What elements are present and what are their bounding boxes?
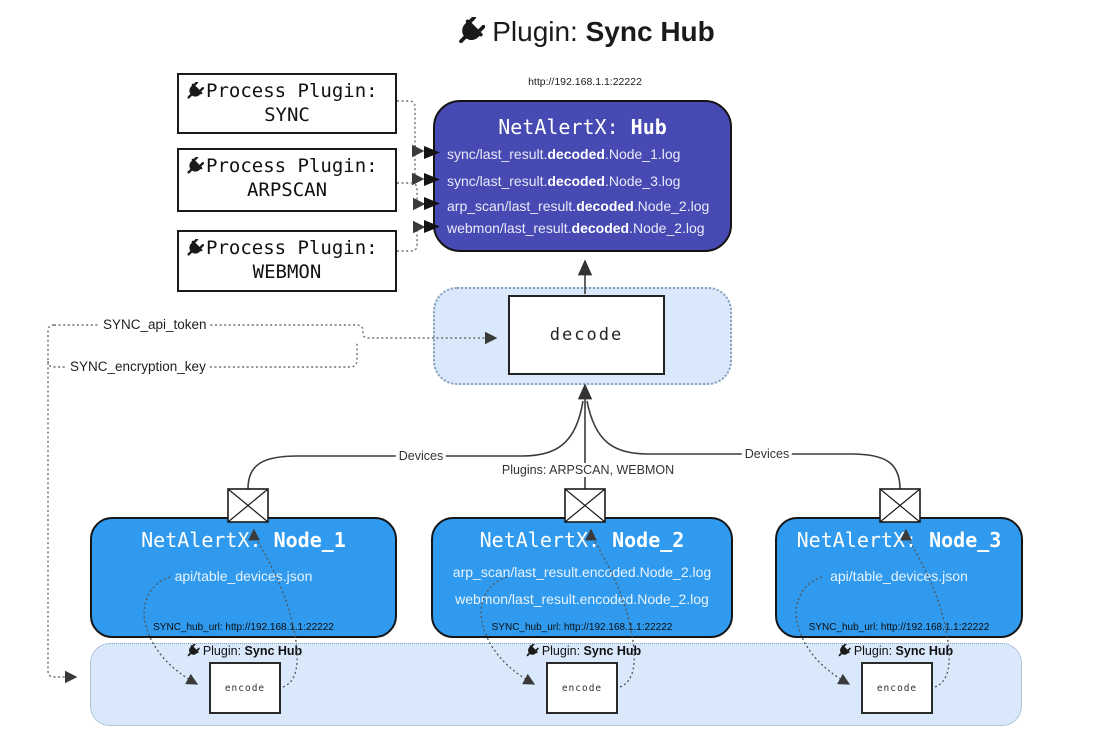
process-plugin-name: ARPSCAN	[246, 179, 328, 201]
hub-log-line: sync/last_result.decoded.Node_1.log	[447, 146, 681, 162]
node-hub-url: SYNC_hub_url: http://192.168.1.1:22222	[153, 622, 334, 633]
node-file: api/table_devices.json	[830, 568, 968, 584]
encode-box: encode	[861, 662, 933, 714]
plug-icon	[185, 157, 204, 176]
process-plugin-arpscan-box: Process Plugin: ARPSCAN	[177, 148, 397, 212]
title-bold: Sync Hub	[585, 16, 715, 47]
plug-icon	[185, 239, 204, 258]
node-1-box: NetAlertX: Node_1 api/table_devices.json…	[90, 517, 397, 638]
sync-api-token-label: SYNC_api_token	[100, 317, 210, 332]
plug-icon	[186, 644, 200, 658]
edge-arpscan-to-hub	[397, 182, 426, 211]
edge-key-to-band	[47, 324, 78, 684]
node-hub-url: SYNC_hub_url: http://192.168.1.1:22222	[808, 622, 990, 633]
process-plugin-name: SYNC	[264, 104, 310, 126]
plug-icon	[525, 644, 539, 658]
sync-hub-plugin-label: Plugin: Sync Hub	[525, 644, 641, 658]
hub-log-line: arp_scan/last_result.decoded.Node_2.log	[447, 198, 710, 214]
hub-log-line: sync/last_result.decoded.Node_3.log	[447, 173, 681, 189]
sync-hub-plugin-label: Plugin: Sync Hub	[837, 644, 953, 658]
node-hub-url: SYNC_hub_url: http://192.168.1.1:22222	[491, 622, 673, 633]
edge-webmon-to-hub	[397, 220, 426, 252]
encode-box: encode	[546, 662, 618, 714]
devices-left-label: Devices	[395, 449, 447, 463]
page-title: Plugin: Sync Hub	[455, 16, 715, 48]
node-title: NetAlertX: Node_1	[141, 528, 346, 552]
devices-right-label: Devices	[741, 447, 793, 461]
process-plugin-label: Process Plugin:	[206, 80, 378, 102]
hub-title: NetAlertX: Hub	[498, 115, 667, 139]
plugins-mid-label: Plugins: ARPSCAN, WEBMON	[498, 463, 678, 477]
edge-sync-to-hub-2	[411, 144, 425, 158]
sync-encryption-key-label: SYNC_encryption_key	[67, 359, 209, 374]
title-prefix: Plugin:	[492, 16, 586, 47]
node-file: api/table_devices.json	[174, 568, 313, 584]
plug-icon	[455, 17, 485, 47]
process-plugin-sync-box: Process Plugin: SYNC	[177, 73, 397, 134]
hub-node-box: NetAlertX: Hub sync/last_result.decoded.…	[433, 100, 732, 252]
node-title: NetAlertX: Node_2	[479, 528, 685, 552]
process-plugin-label: Process Plugin:	[206, 155, 378, 177]
node-file: webmon/last_result.encoded.Node_2.log	[455, 591, 709, 607]
process-plugin-label: Process Plugin:	[206, 237, 378, 259]
process-plugin-name: WEBMON	[252, 261, 322, 283]
node-3-box: NetAlertX: Node_3 api/table_devices.json…	[775, 517, 1023, 638]
encode-box: encode	[209, 662, 281, 714]
hub-log-line: webmon/last_result.decoded.Node_2.log	[447, 220, 705, 236]
hub-url-label: http://192.168.1.1:22222	[528, 76, 642, 88]
node-2-box: NetAlertX: Node_2 arp_scan/last_result.e…	[431, 517, 733, 638]
node-title: NetAlertX: Node_3	[796, 528, 1002, 552]
plug-icon	[837, 644, 851, 658]
plug-icon	[185, 82, 204, 101]
process-plugin-webmon-box: Process Plugin: WEBMON	[177, 230, 397, 292]
sync-hub-plugin-label: Plugin: Sync Hub	[186, 644, 302, 658]
edge-sync-to-hub	[397, 100, 425, 186]
decode-box: decode	[508, 295, 665, 375]
node-file: arp_scan/last_result.encoded.Node_2.log	[452, 564, 712, 580]
